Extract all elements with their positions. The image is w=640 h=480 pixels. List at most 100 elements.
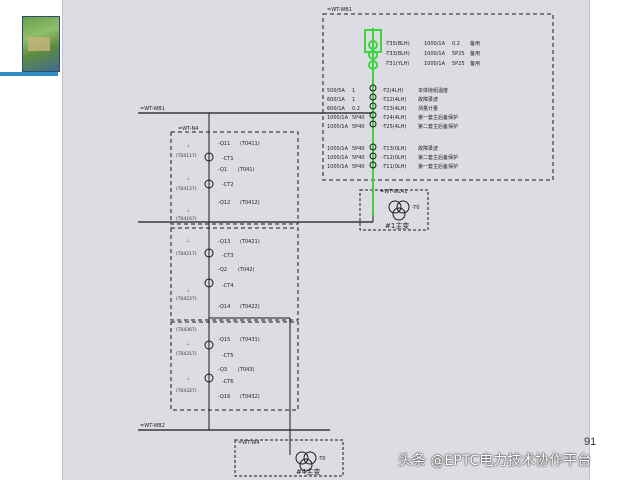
top_table-rows_a-1-cls: 1 [352, 97, 355, 103]
t4-bay-box [234, 439, 344, 477]
top_table-rows_a-0-cls: 1 [352, 88, 355, 94]
top_table-rows_a-0-tag: -T2(4LH) [382, 88, 403, 94]
q3-tag: (T043) [238, 367, 255, 373]
q12-tag: (T0412) [240, 200, 260, 206]
bay-box-1 [170, 131, 299, 225]
top_table-rows_b-1-ratio: 1000/1A [327, 155, 349, 161]
q1-label: -Q1 [218, 167, 227, 173]
left_column-es_tags-6: (T04317) [176, 351, 197, 357]
top_table-green_rows-0-tag: -T35(BLH) [385, 41, 410, 47]
top_table-rows_a-0-use: 本体绕组温度 [418, 87, 448, 94]
top_table-rows_a-4-use: 第二套主后备保护 [418, 123, 458, 130]
bay-box-2 [170, 227, 299, 321]
q11-tag: (T0411) [240, 141, 260, 147]
left-switchgear [204, 152, 214, 383]
q15-label: -Q15 [218, 337, 230, 343]
svg-text:⊥: ⊥ [186, 208, 190, 214]
left_column-es_tags-3: (T04217) [176, 251, 197, 257]
bus-wb1-label: =WT-WB1 [140, 106, 165, 112]
bay-box-3 [170, 321, 299, 411]
top_table-rows_b-2-tag: -T11(0LH) [382, 164, 406, 170]
top_table-green_rows-2-ratio: 1000/1A [424, 61, 446, 67]
top_table-rows_b-0-ratio: 1000/1A [327, 146, 349, 152]
q12-label: -Q12 [218, 200, 230, 206]
svg-text:⊥: ⊥ [186, 288, 190, 294]
top_table-rows_b-0-use: 故障录波 [418, 145, 438, 152]
top_table-rows_a-2-tag: -T23(4LH) [382, 106, 406, 112]
top_table-rows_a-2-cls: 0.2 [352, 106, 360, 112]
top_table-green_rows-1-use: 备用 [470, 50, 480, 57]
q11-label: -Q11 [218, 141, 230, 147]
bay-n4-label: =WT-N4 [178, 126, 198, 132]
top-bay-label: =WT-WB1 [327, 7, 352, 13]
top_table-rows_b-2-cls: 5P40 [352, 164, 365, 170]
ct1-label: -CT1 [222, 156, 234, 162]
svg-text:⊥: ⊥ [186, 341, 190, 347]
q13-tag: (T0421) [240, 239, 260, 245]
top_table-rows_b-0-cls: 5P40 [352, 146, 365, 152]
top_table-rows_b-2-use: 第一套主后备保护 [418, 163, 458, 170]
left_column-es_tags-4: (T04227) [176, 296, 197, 302]
top_table-rows_a-1-ratio: 600/1A [327, 97, 345, 103]
bay-wl4-label: =WT-WL41 [380, 189, 407, 195]
svg-text:⊥: ⊥ [186, 143, 190, 149]
left_column-es_tags-7: (T04327) [176, 388, 197, 394]
t2-tag: -T0 [318, 456, 326, 462]
top_table-green_rows-2-use: 备用 [470, 60, 480, 67]
t1-tag: -T0 [412, 205, 420, 211]
top_table-rows_b-1-use: 第二套主后备保护 [418, 154, 458, 161]
ct5-label: -CT5 [222, 353, 234, 359]
left_column-es_tags-1: (T04127) [176, 186, 197, 192]
watermark-text: 头条 @EPTC电力技术协作平台 [398, 453, 592, 469]
t2-label: #4主变 [296, 467, 320, 476]
wl4-bay-box [359, 189, 429, 231]
left_column-es_tags-0: (T04117) [176, 153, 197, 159]
top_table-rows_b-0-tag: -T13(0LH) [382, 146, 406, 152]
top_table-green_rows-1-ratio: 1000/1A [424, 51, 446, 57]
top_table-green_rows-2-tag: -T31(YLH) [385, 61, 409, 67]
blue-band [0, 72, 58, 76]
top_table-rows_a-4-tag: -T25(4LH) [382, 124, 406, 130]
left_column-es_tags-5: (T04367) [176, 327, 197, 333]
q2-tag: (T042) [238, 267, 255, 273]
top_table-green_rows-1-cls: 5P25 [452, 51, 465, 57]
bay-w4-label: =WT-W4 [238, 440, 259, 446]
top_table-green_rows-0-cls: 0.2 [452, 41, 460, 47]
ct3-label: -CT3 [222, 253, 234, 259]
top_table-rows_a-4-ratio: 1000/1A [327, 124, 349, 130]
q16-tag: (T0432) [240, 394, 260, 400]
ct4-label: -CT4 [222, 283, 234, 289]
transformer-1-icon [388, 200, 402, 214]
svg-text:⊥: ⊥ [186, 176, 190, 182]
top_table-rows_a-2-use: 测量计量 [418, 105, 438, 112]
left_column-es_tags-2: (T04167) [176, 216, 197, 222]
top_table-rows_b-1-cls: 5P40 [352, 155, 365, 161]
t1-label: #1主变 [385, 221, 409, 230]
top_table-rows_a-4-cls: 5P40 [352, 124, 365, 130]
top-bay-box [322, 13, 554, 181]
ct-stack [369, 84, 377, 169]
top_table-rows_b-2-ratio: 1000/1A [327, 164, 349, 170]
q15-tag: (T0431) [240, 337, 260, 343]
top_table-green_rows-2-cls: 5P25 [452, 61, 465, 67]
svg-text:⊥: ⊥ [186, 318, 190, 324]
ct6-label: -CT6 [222, 379, 234, 385]
q16-label: -Q16 [218, 394, 230, 400]
bus-wb2-label: =WT-WB2 [140, 423, 165, 429]
page-number: 91 [584, 436, 597, 448]
top_table-green_rows-0-ratio: 1000/1A [424, 41, 446, 47]
top_table-rows_a-3-use: 第一套主后备保护 [418, 114, 458, 121]
top_table-rows_a-0-ratio: 500/5A [327, 88, 345, 94]
top_table-rows_b-1-tag: -T12(0LH) [382, 155, 406, 161]
logo-image [22, 16, 60, 72]
earthing-switch-tags: (T04117) (T04127) (T04167) (T04217) (T04… [176, 153, 197, 394]
top_table-rows_a-2-ratio: 600/1A [327, 106, 345, 112]
q1-tag: (T041) [238, 167, 255, 173]
top_table-rows_a-3-tag: -T24(4LH) [382, 115, 406, 121]
svg-text:⊥: ⊥ [186, 238, 190, 244]
q14-tag: (T0422) [240, 304, 260, 310]
top_table-rows_a-3-cls: 5P40 [352, 115, 365, 121]
diagram-panel [62, 0, 590, 480]
